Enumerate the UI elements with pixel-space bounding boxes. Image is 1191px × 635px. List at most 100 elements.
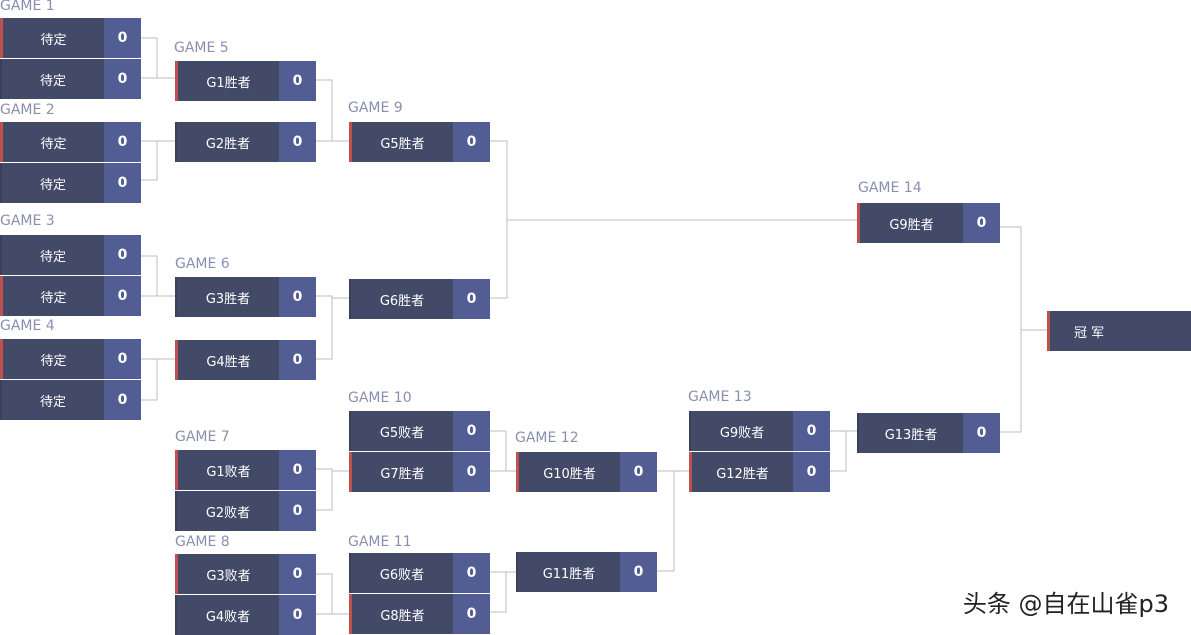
slot-g2-a[interactable]: 待定 0 [0,122,141,162]
slot-name: G3败者 [175,554,279,594]
connector-g6-g9 [316,295,350,360]
slot-name: G5胜者 [349,122,453,162]
slot-g3-b[interactable]: 待定 0 [0,276,141,316]
slot-score: 0 [453,594,490,634]
slot-name: 待定 [0,163,104,203]
game-label-9: GAME 9 [348,100,403,116]
slot-g9-a[interactable]: G5胜者 0 [349,122,490,162]
slot-g12-a[interactable]: G10胜者 0 [516,452,657,492]
slot-name: G5败者 [349,411,453,451]
slot-score: 0 [104,380,141,420]
slot-g7-b[interactable]: G2败者 0 [175,491,316,531]
slot-score: 0 [963,413,1000,453]
game-label-1: GAME 1 [0,0,55,14]
slot-score: 0 [104,276,141,316]
game-label-3: GAME 3 [0,213,55,229]
slot-name: G13胜者 [857,413,963,453]
slot-g11-b[interactable]: G8胜者 0 [349,594,490,634]
game-label-12: GAME 12 [515,430,579,446]
slot-score: 0 [453,452,490,492]
slot-name: G4败者 [175,595,279,635]
slot-name: G4胜者 [175,340,279,380]
slot-score: 0 [793,452,830,492]
slot-score: 0 [279,554,316,594]
slot-g9-b[interactable]: G6胜者 0 [349,279,490,319]
slot-score: 0 [279,122,316,162]
watermark: 头条 @自在山雀p3 [962,590,1169,618]
connector-g11-g12 [490,571,517,613]
champion-label: 冠 军 [1047,311,1191,351]
slot-name: 待定 [0,235,104,275]
slot-g11-a[interactable]: G6败者 0 [349,553,490,593]
game-label-2: GAME 2 [0,102,55,118]
slot-score: 0 [279,450,316,490]
slot-g6-b[interactable]: G4胜者 0 [175,340,316,380]
connector-g3-g6 [141,255,176,297]
slot-score: 0 [104,18,141,58]
slot-g7-a[interactable]: G1败者 0 [175,450,316,490]
slot-name: G11胜者 [516,552,620,592]
game-label-4: GAME 4 [0,318,55,334]
game-label-14: GAME 14 [858,180,922,196]
slot-name: 待定 [0,122,104,162]
slot-name: 待定 [0,18,104,58]
slot-g4-b[interactable]: 待定 0 [0,380,141,420]
slot-g1-a[interactable]: 待定 0 [0,18,141,58]
slot-g3-a[interactable]: 待定 0 [0,235,141,275]
connector-g9-g14 [490,140,858,299]
champion-slot[interactable]: 冠 军 [1047,311,1191,351]
connector-g2-g5 [141,140,176,181]
game-label-6: GAME 6 [175,256,230,272]
slot-score: 0 [963,203,1000,243]
game-label-8: GAME 8 [175,534,230,550]
slot-score: 0 [104,235,141,275]
game-label-5: GAME 5 [174,40,229,56]
connector-g7-g10 [316,468,350,511]
slot-score: 0 [279,277,316,317]
slot-name: G2胜者 [175,122,279,162]
connector-g4-g6 [141,358,176,401]
connector-g5-g9 [316,79,350,142]
slot-g1-b[interactable]: 待定 0 [0,59,141,99]
game-label-11: GAME 11 [348,534,412,550]
slot-g8-b[interactable]: G4败者 0 [175,595,316,635]
game-label-10: GAME 10 [348,390,412,406]
slot-score: 0 [453,553,490,593]
slot-g4-a[interactable]: 待定 0 [0,339,141,379]
game-label-7: GAME 7 [175,429,230,445]
slot-g10-b[interactable]: G7胜者 0 [349,452,490,492]
slot-name: 待定 [0,339,104,379]
connector-g10-g12 [490,430,517,472]
slot-g5-b[interactable]: G2胜者 0 [175,122,316,162]
slot-name: G6败者 [349,553,453,593]
slot-score: 0 [453,411,490,451]
slot-g10-a[interactable]: G5败者 0 [349,411,490,451]
slot-g14-a[interactable]: G9胜者 0 [857,203,1000,243]
slot-g6-a[interactable]: G3胜者 0 [175,277,316,317]
slot-score: 0 [279,491,316,531]
slot-g12-b[interactable]: G11胜者 0 [516,552,657,592]
slot-g14-b[interactable]: G13胜者 0 [857,413,1000,453]
slot-name: 待定 [0,380,104,420]
slot-score: 0 [453,279,490,319]
slot-name: 待定 [0,276,104,316]
slot-g5-a[interactable]: G1胜者 0 [175,61,316,101]
slot-name: 待定 [0,59,104,99]
connector-g14-champion [1000,226,1048,433]
slot-g8-a[interactable]: G3败者 0 [175,554,316,594]
slot-name: G1败者 [175,450,279,490]
slot-name: G2败者 [175,491,279,531]
connector-g12-g13 [657,470,690,572]
slot-score: 0 [620,452,657,492]
slot-g2-b[interactable]: 待定 0 [0,163,141,203]
connector-g13-g14 [830,430,858,472]
slot-score: 0 [279,340,316,380]
slot-score: 0 [620,552,657,592]
slot-name: G3胜者 [175,277,279,317]
slot-score: 0 [279,61,316,101]
slot-g13-a[interactable]: G9败者 0 [689,411,830,451]
slot-score: 0 [104,339,141,379]
slot-name: G9胜者 [857,203,963,243]
slot-g13-b[interactable]: G12胜者 0 [689,452,830,492]
slot-name: G10胜者 [516,452,620,492]
